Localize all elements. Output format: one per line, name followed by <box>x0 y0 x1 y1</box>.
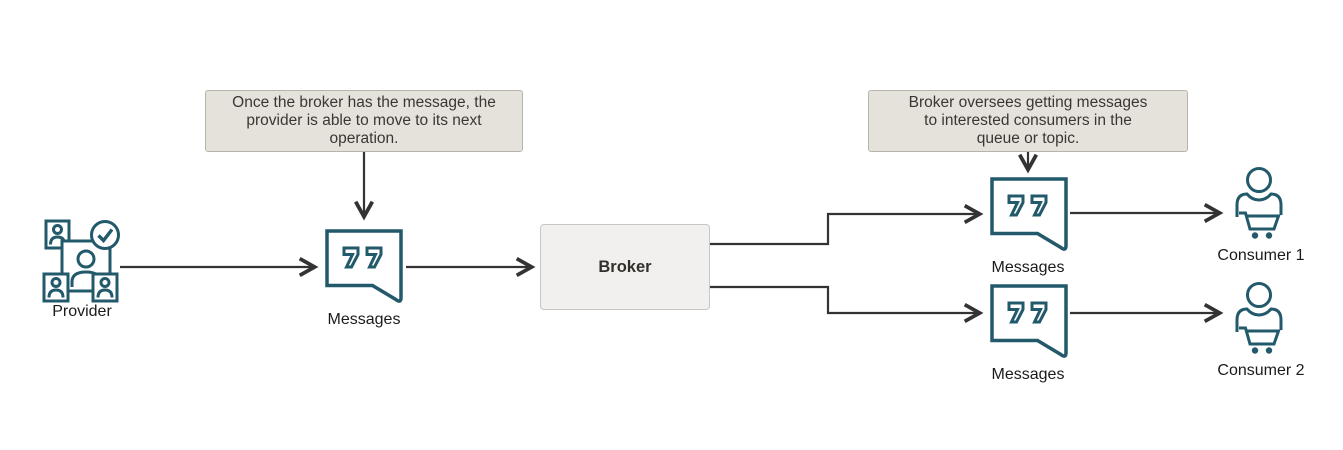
checkmark-circle-icon <box>90 220 120 250</box>
people-group-check-icon <box>42 219 120 303</box>
callout-text-line: operation. <box>329 130 399 147</box>
person-shopping-cart-icon <box>1235 282 1283 354</box>
messages-left-label: Messages <box>327 311 401 328</box>
callout-provider-note: Once the broker has the message, the pro… <box>205 90 523 152</box>
quote-mark-icon <box>365 246 383 269</box>
callout-text-line: queue or topic. <box>976 130 1080 147</box>
callout-text-line: Once the broker has the message, the <box>232 94 496 111</box>
person-badge-icon <box>42 272 70 303</box>
consumer2-label: Consumer 2 <box>1217 362 1305 379</box>
connector-broker-to-messages-bottom <box>710 285 984 323</box>
callout-text-line: to interested consumers in the <box>924 112 1132 129</box>
quote-mark-icon <box>1030 301 1048 324</box>
broker-node: Broker <box>540 224 710 310</box>
quote-mark-icon <box>1030 194 1048 217</box>
speech-bubble-quotes-icon <box>990 284 1068 358</box>
connector-broker-to-messages-top <box>710 204 984 246</box>
messages-top-label: Messages <box>991 259 1065 276</box>
messages-bottom-label: Messages <box>991 366 1065 383</box>
callout-text-line: provider is able to move to its next <box>246 112 482 129</box>
speech-bubble-quotes-icon <box>990 177 1068 251</box>
person-shopping-cart-icon <box>1235 167 1283 239</box>
speech-bubble-quotes-icon <box>325 229 403 303</box>
callout-text-line: Broker oversees getting messages <box>908 94 1148 111</box>
quote-mark-icon <box>1007 301 1025 324</box>
broker-label: Broker <box>598 257 652 276</box>
person-badge-icon <box>91 272 119 303</box>
quote-mark-icon <box>1007 194 1025 217</box>
quote-mark-icon <box>342 246 360 269</box>
provider-label: Provider <box>52 303 112 320</box>
consumer1-label: Consumer 1 <box>1217 247 1305 264</box>
callout-broker-note: Broker oversees getting messages to inte… <box>868 90 1188 152</box>
